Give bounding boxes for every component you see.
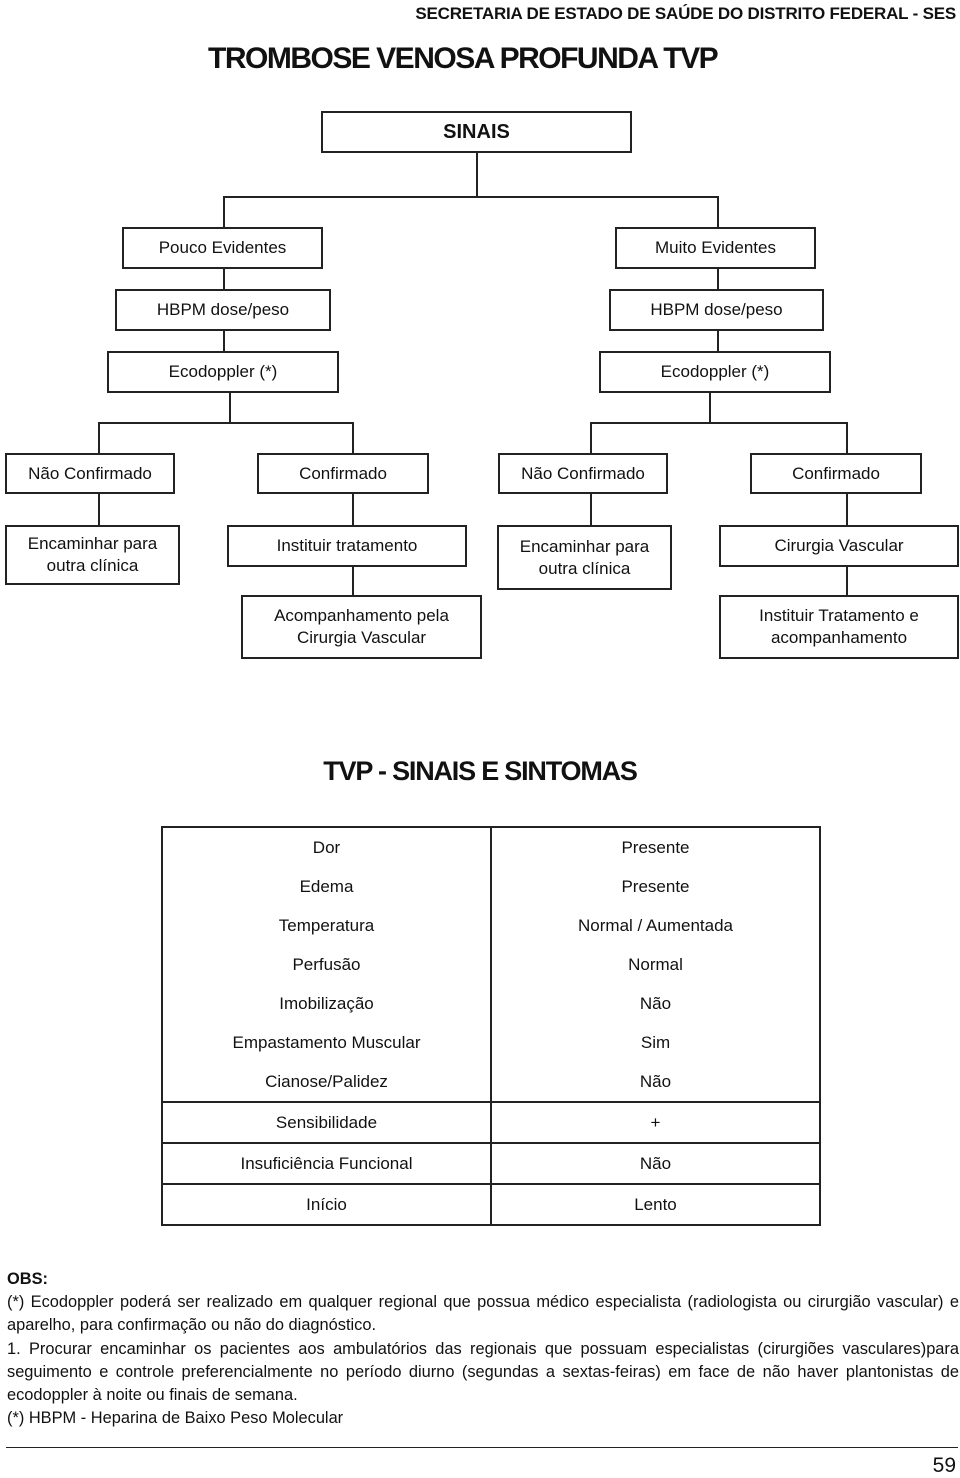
obs-note-encaminhar: 1. Procurar encaminhar os pacientes aos … [7,1339,959,1405]
table-row: Temperatura Normal / Aumentada [162,906,820,945]
encaminhar-right-box: Encaminhar para outra clínica [497,525,672,590]
page-title: TROMBOSE VENOSA PROFUNDA TVP [208,42,719,75]
connector [846,422,848,454]
box-label: Instituir Tratamento e acompanhamento [759,606,919,647]
symptoms-title: TVP - SINAIS E SINTOMAS [323,756,638,786]
table-row: Edema Presente [162,867,820,906]
connector [98,422,100,454]
confirmado-right-box: Confirmado [750,453,922,494]
sign-cell: Imobilização [162,984,492,1023]
connector [846,566,848,596]
confirmado-left-box: Confirmado [257,453,429,494]
table-row: Imobilização Não [162,984,820,1023]
ecodoppler-left-box: Ecodoppler (*) [107,351,339,393]
box-label: Instituir tratamento [276,536,418,555]
value-cell: Não [491,1143,820,1185]
value-cell: Normal / Aumentada [578,915,733,935]
cirurgia-vascular-box: Cirurgia Vascular [719,525,959,567]
value-cell: Lento [634,1194,677,1214]
connector [229,392,231,423]
box-label: Encaminhar para outra clínica [27,534,158,575]
box-label: SINAIS [443,121,510,143]
box-label: Confirmado [792,463,880,483]
sinais-box: SINAIS [321,111,632,153]
box-label: Encaminhar para outra clínica [519,536,650,578]
sign-cell: Dor [162,827,492,867]
box-label: Não Confirmado [28,463,152,483]
connector [590,422,848,424]
hbpm-left-box: HBPM dose/peso [115,289,331,331]
value-cell: + [491,1102,820,1144]
box-label: HBPM dose/peso [156,300,290,319]
nao-confirmado-right-box: Não Confirmado [498,453,668,494]
connector [590,422,592,454]
connector [98,422,354,424]
value-cell: Normal [628,954,683,974]
sign-cell: Sensibilidade [162,1102,492,1144]
observations: OBS: (*) Ecodoppler poderá ser realizado… [7,1268,959,1430]
value-cell: Não [639,993,672,1013]
connector [98,493,100,526]
connector [709,392,711,423]
box-label: HBPM dose/peso [650,300,783,319]
table-row: Perfusão Normal [162,945,820,984]
sign-cell: Cianose/Palidez [162,1062,492,1103]
nao-confirmado-left-box: Não Confirmado [5,453,175,494]
sign-cell: Insuficiência Funcional [162,1143,492,1185]
footer-divider [6,1447,958,1448]
connector [476,152,478,197]
table-row: Dor Presente [162,827,820,867]
connector [352,566,354,596]
connector [223,330,225,352]
box-label: Ecodoppler (*) [168,362,278,381]
sign-cell: Perfusão [162,945,492,984]
acompanhamento-box: Acompanhamento pela Cirurgia Vascular [241,595,482,659]
sign-cell: Início [162,1184,492,1225]
box-label: Não Confirmado [521,463,645,483]
pouco-evidentes-box: Pouco Evidentes [122,227,323,269]
ecodoppler-right-box: Ecodoppler (*) [599,351,831,393]
box-label: Acompanhamento pela Cirurgia Vascular [274,606,449,647]
page-number: 59 [932,1454,956,1477]
hbpm-right-box: HBPM dose/peso [609,289,824,331]
value-cell: Presente [621,876,690,896]
box-label: Ecodoppler (*) [660,362,770,381]
muito-evidentes-box: Muito Evidentes [615,227,816,269]
box-label: Cirurgia Vascular [774,536,904,555]
instituir-tratamento-box: Instituir tratamento [227,525,467,567]
value-cell: Presente [621,837,690,857]
connector [223,268,225,290]
page-header: SECRETARIA DE ESTADO DE SAÚDE DO DISTRIT… [415,4,956,23]
connector [846,493,848,526]
connector [717,268,719,290]
value-cell: Não [491,1062,820,1103]
encaminhar-left-box: Encaminhar para outra clínica [5,525,180,585]
sign-cell: Empastamento Muscular [162,1023,492,1062]
table-row: Sensibilidade+ [162,1102,820,1144]
connector [590,493,592,526]
value-cell: Sim [640,1032,671,1052]
sign-cell: Edema [162,867,492,906]
instituir-acompanhamento-box: Instituir Tratamento e acompanhamento [719,595,959,659]
box-label: Confirmado [299,463,387,483]
sign-cell: Temperatura [162,906,492,945]
connector [223,196,225,229]
obs-label: OBS: [7,1270,48,1288]
table-row: Início Lento [162,1184,820,1225]
table-row: Empastamento Muscular Sim [162,1023,820,1062]
box-label: Pouco Evidentes [158,238,287,257]
connector [352,422,354,454]
connector [352,493,354,526]
obs-note-hbpm: (*) HBPM - Heparina de Baixo Peso Molecu… [7,1409,344,1428]
connector [717,330,719,352]
obs-note-ecodoppler: (*) Ecodoppler poderá ser realizado em q… [7,1293,959,1335]
connector [223,196,719,198]
box-label: Muito Evidentes [655,238,776,257]
connector [717,196,719,229]
